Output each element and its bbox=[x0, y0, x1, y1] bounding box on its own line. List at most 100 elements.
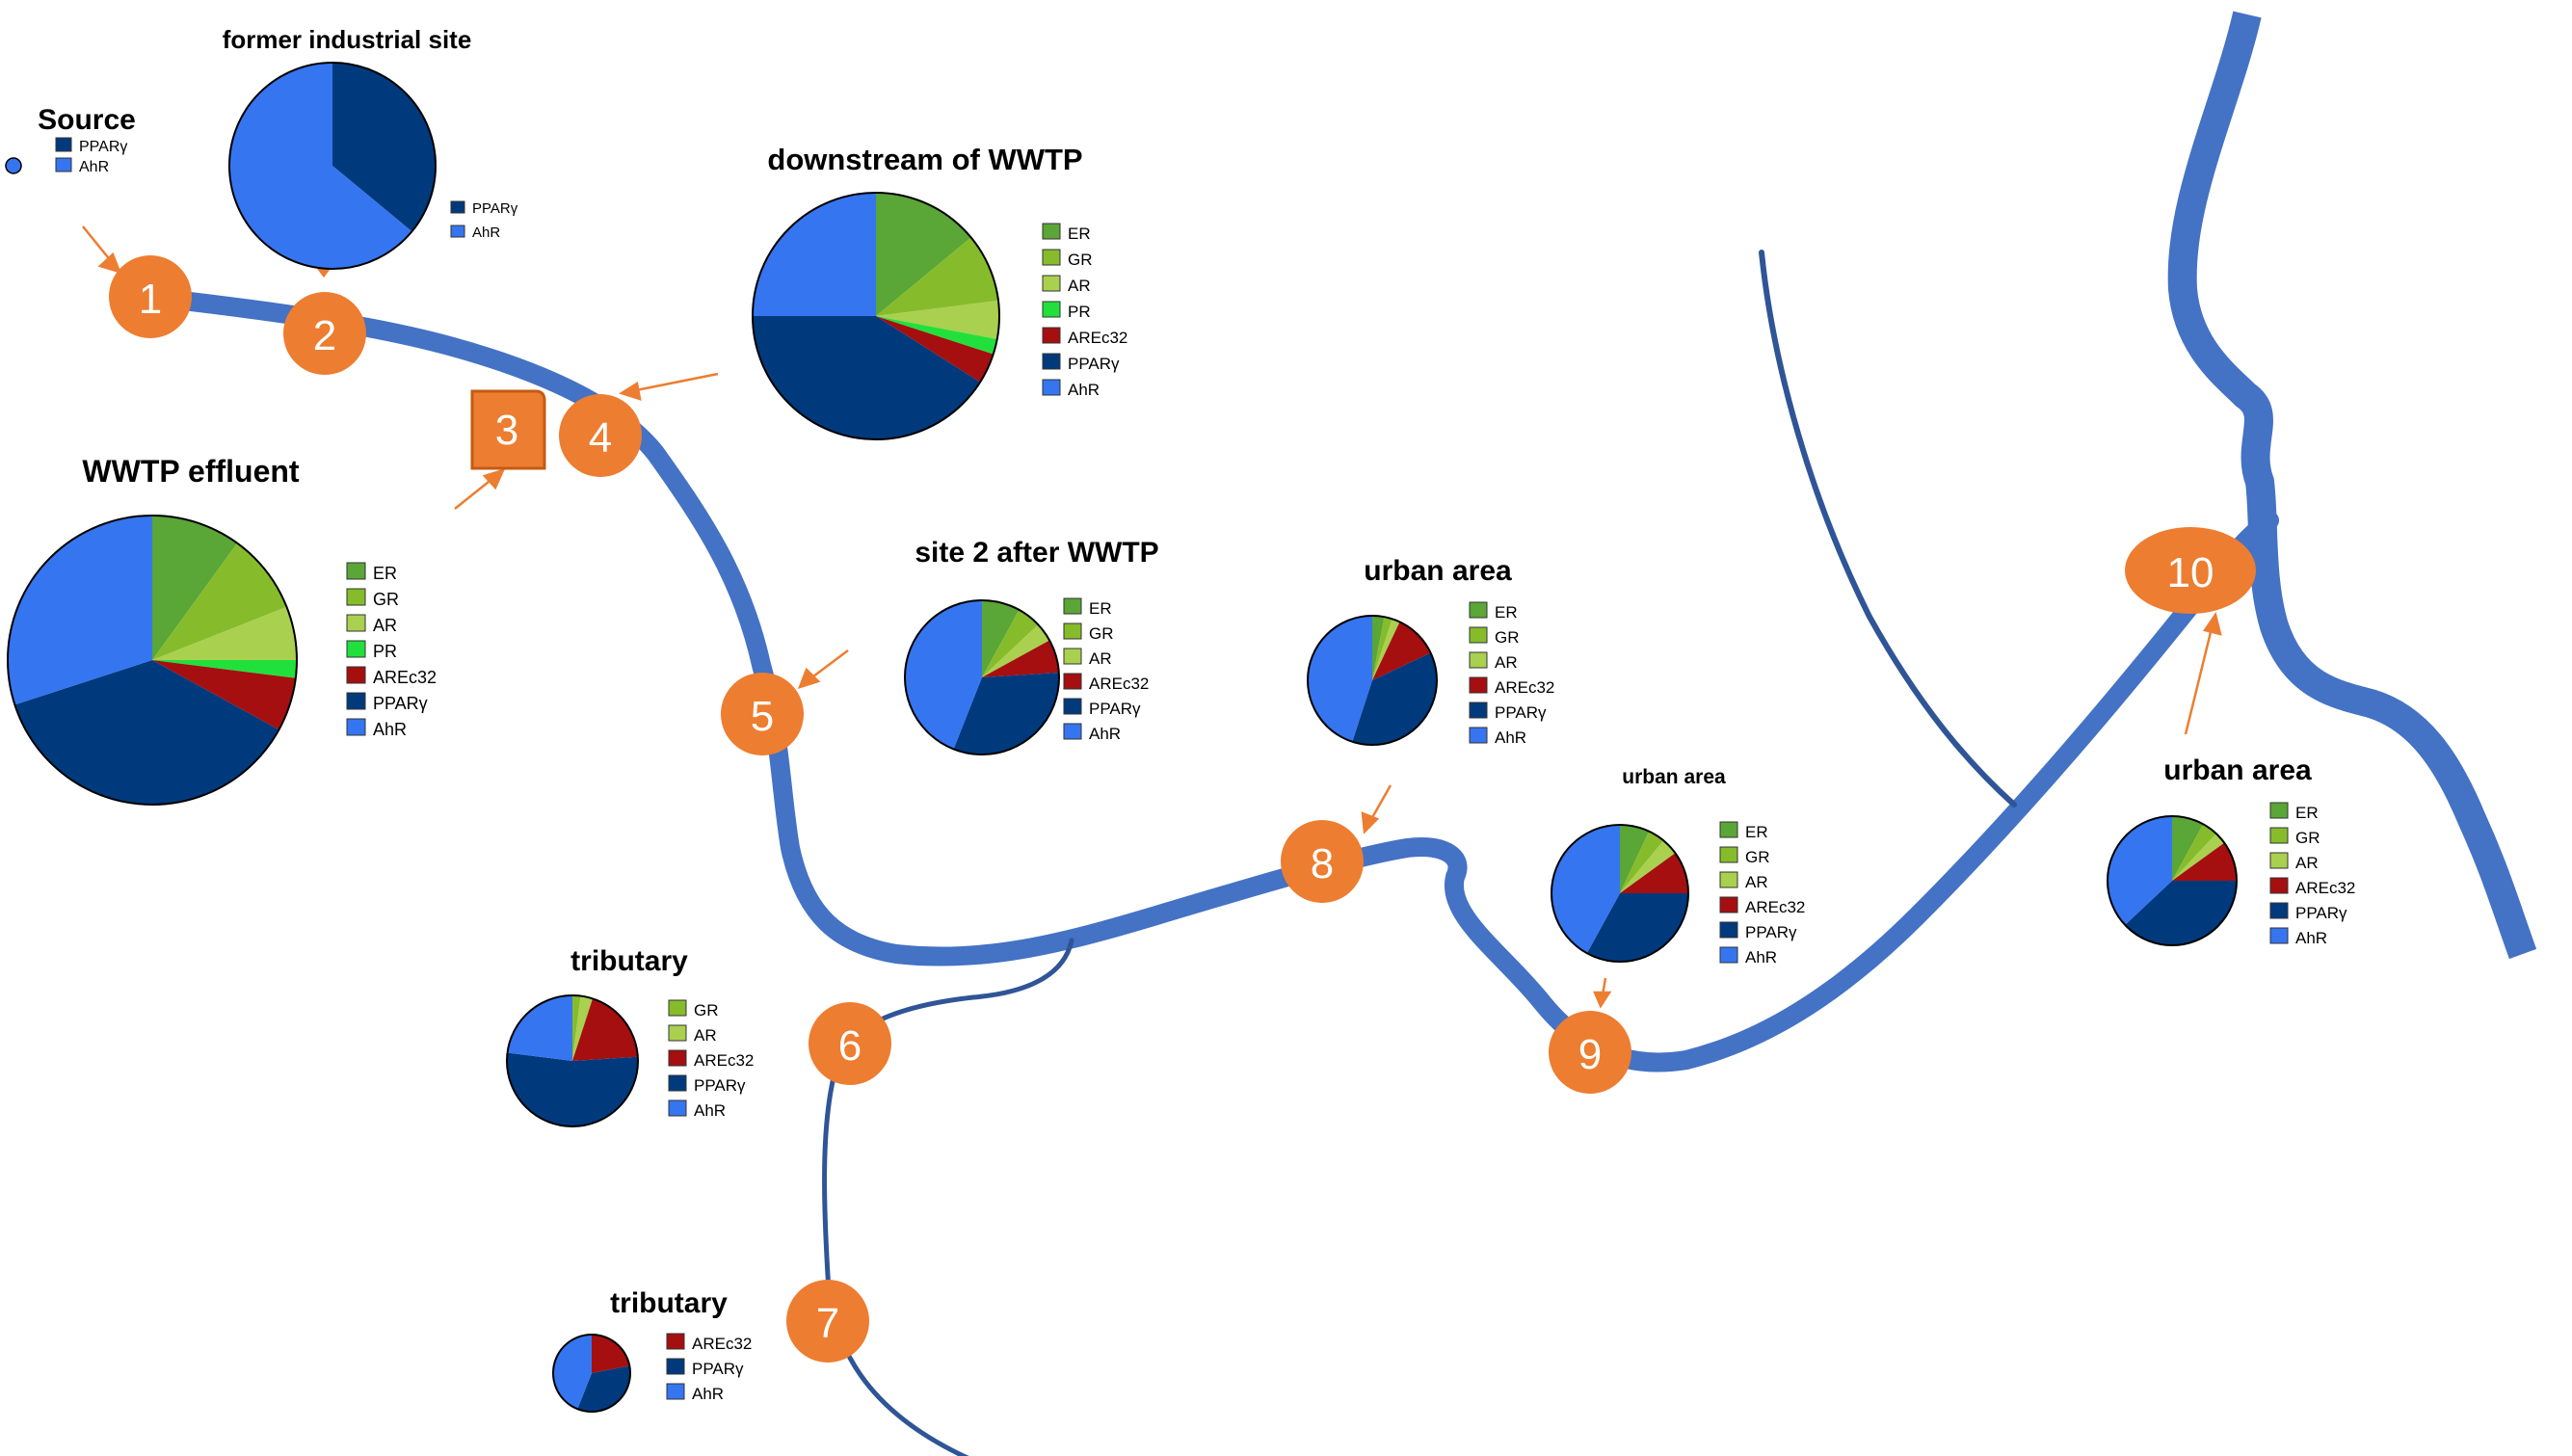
site-marker-2[interactable]: 2 bbox=[283, 292, 366, 375]
legend-label-ppar: PPARγ bbox=[692, 1360, 744, 1378]
legend-swatch-ppar bbox=[1063, 698, 1082, 715]
site-marker-8[interactable]: 8 bbox=[1281, 820, 1364, 903]
legend-label-ahr: AhR bbox=[1745, 948, 1777, 966]
pie-slice-arec32 bbox=[1620, 853, 1688, 893]
pie-outline bbox=[228, 62, 437, 270]
pie-outline bbox=[1307, 615, 1438, 746]
legend-label-ar: AR bbox=[1068, 277, 1091, 295]
site-marker-6[interactable]: 6 bbox=[809, 1002, 891, 1085]
legend-swatch-arec32 bbox=[666, 1333, 685, 1350]
legend-swatch-pr bbox=[346, 640, 366, 658]
legend-label-gr: GR bbox=[694, 1001, 719, 1019]
legend-label-er: ER bbox=[1089, 599, 1112, 618]
site-number-4: 4 bbox=[589, 414, 612, 462]
legend-label-ahr: AhR bbox=[79, 159, 109, 175]
legend-swatch-arec32 bbox=[1469, 676, 1488, 694]
legend-swatch-pr bbox=[1042, 301, 1061, 318]
pie-slice-ar bbox=[876, 300, 999, 339]
legend-swatch-ppar bbox=[2269, 902, 2289, 919]
chart-title: tributary bbox=[570, 945, 688, 977]
pie-slice-gr bbox=[572, 995, 581, 1061]
arrowhead-site-3 bbox=[482, 467, 506, 490]
pie-outline bbox=[752, 192, 1000, 440]
site-marker-1[interactable]: 1 bbox=[109, 255, 192, 338]
legend-label-gr: GR bbox=[373, 590, 399, 609]
pie-slice-er bbox=[1620, 825, 1650, 893]
legend-label-ahr: AhR bbox=[373, 720, 407, 739]
legend-swatch-ahr bbox=[1042, 379, 1061, 396]
pie-slice-ppar bbox=[507, 1052, 638, 1126]
legend-label-ar: AR bbox=[373, 616, 397, 635]
legend-label-arec32: AREc32 bbox=[1745, 898, 1805, 916]
chart-title: tributary bbox=[610, 1287, 728, 1319]
pie-slice-er bbox=[2172, 816, 2204, 881]
pie-slice-ahr bbox=[905, 600, 982, 750]
pie-slice-arec32 bbox=[1372, 622, 1431, 680]
pie-slice-gr bbox=[2172, 824, 2216, 881]
site-arrows bbox=[82, 225, 2222, 1009]
legend-label-ppar: PPARγ bbox=[1068, 355, 1120, 373]
legend-swatch-er bbox=[1469, 601, 1488, 619]
site-number-6: 6 bbox=[838, 1022, 862, 1070]
legend-swatch-ahr bbox=[55, 157, 72, 172]
legend-label-ar: AR bbox=[1089, 649, 1112, 668]
pie-outline bbox=[2107, 815, 2238, 946]
chart-title: urban area bbox=[1622, 766, 1726, 788]
legend-swatch-ppar bbox=[55, 137, 72, 152]
legend-label-ahr: AhR bbox=[472, 225, 500, 241]
pie-slice-ar bbox=[1372, 619, 1400, 680]
pie-slice-arec32 bbox=[2172, 842, 2237, 881]
legend-swatch-gr bbox=[1469, 626, 1488, 644]
legend-label-arec32: AREc32 bbox=[694, 1051, 754, 1070]
pie-slice-pr bbox=[876, 316, 997, 355]
pie-outline bbox=[7, 515, 298, 806]
pie-slice-ppar bbox=[14, 660, 279, 805]
pie-outline bbox=[552, 1334, 631, 1413]
legend-swatch-arec32 bbox=[1719, 896, 1738, 913]
pie-slice-er bbox=[876, 193, 971, 316]
tributary-upper bbox=[1759, 250, 2017, 807]
pie-slice-ar bbox=[982, 624, 1050, 677]
pie-slice-ahr bbox=[7, 516, 153, 705]
legend-label-ahr: AhR bbox=[1495, 728, 1526, 747]
pie-outline bbox=[904, 599, 1060, 755]
legend-swatch-ahr bbox=[450, 225, 465, 238]
right-river bbox=[2167, 11, 2537, 960]
legend-label-ppar: PPARγ bbox=[373, 694, 428, 713]
pie-slice-pr bbox=[152, 660, 297, 678]
river-network bbox=[140, 11, 2537, 1456]
arrow-to-site-3 bbox=[454, 477, 494, 510]
site-marker-5[interactable]: 5 bbox=[721, 673, 804, 755]
legend-label-ahr: AhR bbox=[1089, 725, 1121, 743]
arrow-to-site-8 bbox=[1368, 784, 1392, 822]
pie-slice-er bbox=[152, 516, 238, 660]
legend-swatch-ahr bbox=[668, 1099, 687, 1117]
pie-slice-ahr bbox=[228, 62, 412, 270]
site-marker-9[interactable]: 9 bbox=[1549, 1011, 1631, 1094]
pie-slice-ar bbox=[2172, 834, 2225, 881]
site-number-3: 3 bbox=[495, 407, 518, 454]
pie-slice-ppar bbox=[753, 316, 981, 440]
arrow-to-site-4 bbox=[630, 372, 719, 393]
arrowhead-site-4 bbox=[619, 381, 642, 401]
legend-swatch-arec32 bbox=[668, 1049, 687, 1067]
legend-swatch-ar bbox=[1469, 651, 1488, 669]
pie-slice-er bbox=[982, 600, 1020, 677]
pie-slice-er bbox=[1372, 616, 1385, 680]
legend-swatch-ar bbox=[1063, 648, 1082, 665]
site-marker-10[interactable]: 10 bbox=[2125, 527, 2256, 614]
site-marker-3[interactable]: 3 bbox=[470, 389, 546, 470]
site-number-10: 10 bbox=[2167, 549, 2214, 596]
legend-label-ahr: AhR bbox=[694, 1101, 726, 1120]
legend-swatch-arec32 bbox=[2269, 877, 2289, 894]
legend-swatch-ppar bbox=[666, 1358, 685, 1375]
site-marker-7[interactable]: 7 bbox=[786, 1280, 869, 1363]
pie-slice-gr bbox=[982, 609, 1039, 677]
pie-slice-ppar bbox=[2125, 881, 2237, 945]
legend-swatch-ahr bbox=[1719, 946, 1738, 964]
pie-slice-arec32 bbox=[876, 316, 994, 383]
site-marker-4[interactable]: 4 bbox=[559, 394, 642, 477]
